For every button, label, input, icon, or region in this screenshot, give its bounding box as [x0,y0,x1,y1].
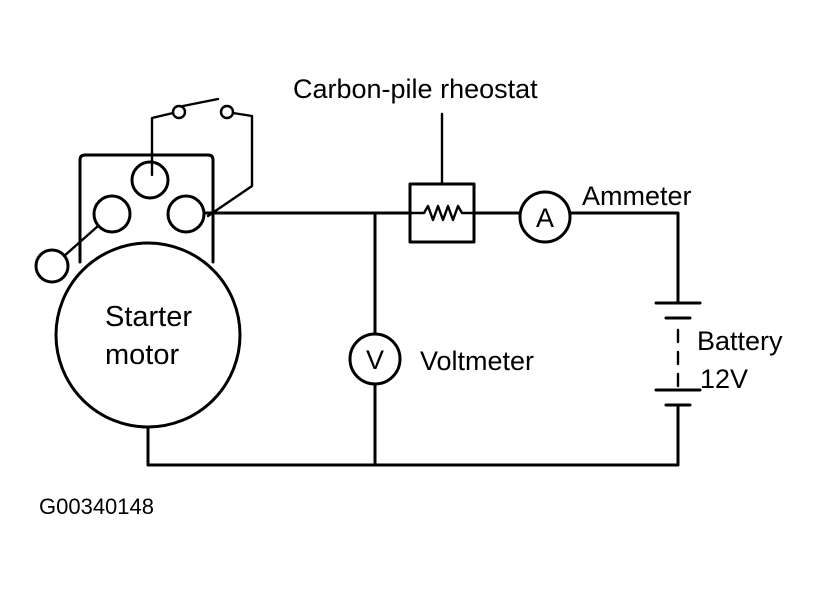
side-terminal [34,224,100,284]
starter-motor-label-line1: Starter [105,301,192,333]
switch [150,97,254,218]
rheostat-label: Carbon-pile rheostat [293,74,538,104]
voltmeter-symbol: V [366,345,384,375]
ammeter-symbol: A [536,203,554,233]
battery [654,301,702,407]
voltmeter: V [348,332,402,386]
battery-label: Battery [697,326,783,356]
figure-id: G00340148 [39,494,154,519]
solenoid-terminal-top [130,160,170,200]
starter-motor-label-line2: motor [105,339,179,371]
starter-motor [54,241,242,429]
rheostat [408,182,476,244]
main-wiring [146,112,680,467]
voltmeter-label: Voltmeter [420,346,534,376]
battery-voltage-label: 12V [700,364,748,394]
ammeter-label: Ammeter [582,181,692,211]
solenoid-terminal-right [166,194,206,234]
solenoid-terminal-left [92,194,132,234]
ammeter: A [518,190,572,244]
